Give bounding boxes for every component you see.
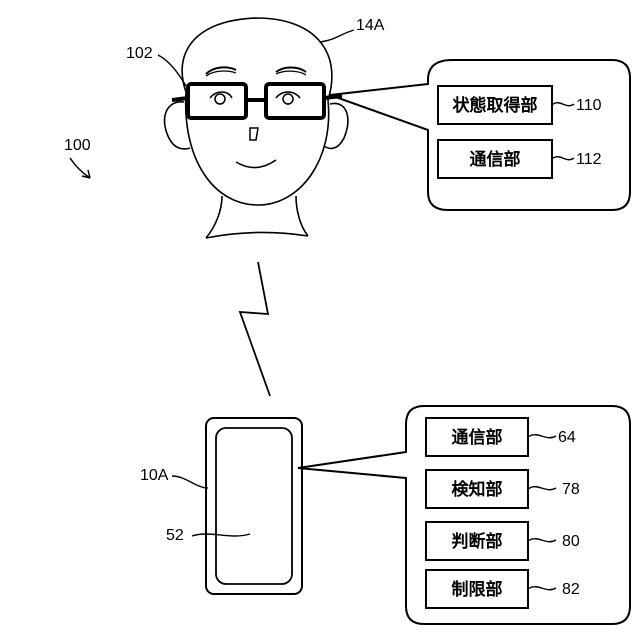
neck-left [206,196,222,238]
mouth [236,160,276,168]
glasses-left-lens [188,84,246,118]
phone-comm-unit-label: 通信部 [452,427,503,447]
phone-ref-leader [172,476,208,488]
status-acquisition-unit-label: 状態取得部 [453,95,538,115]
right-eye [283,94,293,104]
unit-112-ref: 112 [576,151,602,168]
unit-78-leader [528,487,556,490]
unit-112-leader [552,157,574,160]
smart-glasses [172,84,342,118]
glasses-comm-unit-label: 通信部 [470,149,521,169]
unit-80-leader [528,539,556,542]
system-ref-label: 100 [64,137,91,154]
unit-110-ref: 110 [576,97,602,114]
head-ref-leader [320,30,354,42]
left-eye [215,94,225,104]
detection-unit-label: 検知部 [452,479,503,499]
wireless-link [240,262,270,396]
smartphone-screen [216,428,292,584]
nose [250,128,258,140]
unit-82-ref: 82 [562,581,580,598]
glasses-left-temple [172,98,188,100]
user-head [165,18,348,238]
restriction-unit-label: 制限部 [452,579,503,599]
judgment-unit-label: 判断部 [452,531,503,551]
screen-ref-leader [192,534,250,536]
screen-ref-label: 52 [166,527,184,544]
unit-80-ref: 80 [562,533,580,550]
glasses-ref-label: 102 [126,45,153,62]
system-ref-arrow [70,158,90,178]
unit-82-leader [528,587,556,590]
unit-64-ref: 64 [558,429,576,446]
head-ref-label: 14A [356,17,385,34]
smartphone-body [206,418,302,594]
phone-ref-label: 10A [140,467,169,484]
neck-right [296,196,308,236]
collar [206,232,308,238]
glasses-right-lens [266,84,324,118]
glasses-callout [330,60,630,210]
unit-78-ref: 78 [562,481,580,498]
unit-110-leader [552,103,574,106]
unit-64-leader [528,435,556,438]
